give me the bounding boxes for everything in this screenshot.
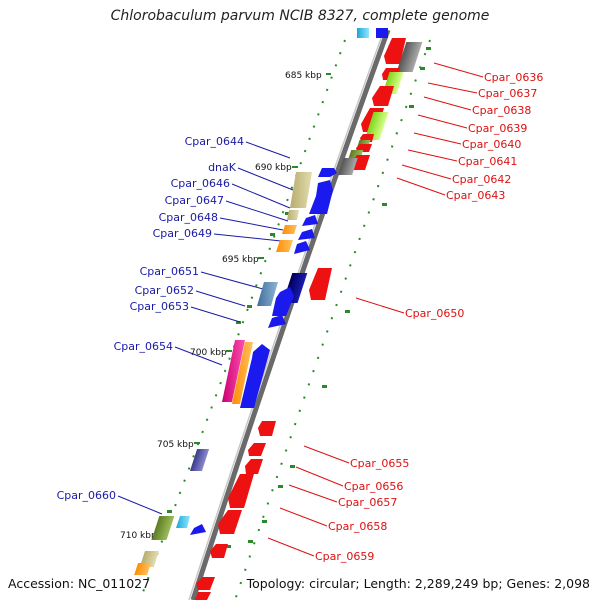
forward-leader-lines: [117, 141, 294, 515]
gene-label-forward[interactable]: dnaK: [208, 161, 237, 174]
genome-summary-text: Topology: circular; Length: 2,289,249 bp…: [246, 576, 590, 591]
gene-label-forward[interactable]: Cpar_0654: [114, 340, 173, 353]
accession-text: Accession: NC_011027: [8, 576, 151, 591]
forward-genes: [176, 168, 337, 535]
gene-label-forward[interactable]: Cpar_0649: [153, 227, 212, 240]
gene-label-reverse[interactable]: Cpar_0658: [328, 520, 387, 533]
gene-label-reverse[interactable]: Cpar_0639: [468, 122, 527, 135]
reverse-leader-lines: [267, 62, 484, 557]
track-ticks: [167, 47, 431, 548]
gene-label-reverse[interactable]: Cpar_0640: [462, 138, 521, 151]
gene-label-forward[interactable]: Cpar_0653: [130, 300, 189, 313]
gene-label-forward[interactable]: Cpar_0651: [140, 265, 199, 278]
gene-label-forward[interactable]: Cpar_0646: [171, 177, 230, 190]
scale-label: 710 kbp: [120, 531, 157, 541]
outer-track: [234, 39, 431, 601]
genome-backbone: [190, 29, 391, 601]
scale-label: 700 kbp: [190, 348, 227, 358]
gene-label-reverse[interactable]: Cpar_0656: [344, 480, 403, 493]
gene-label-forward[interactable]: Cpar_0652: [135, 284, 194, 297]
gene-label-reverse[interactable]: Cpar_0657: [338, 496, 397, 509]
gene-label-reverse[interactable]: Cpar_0643: [446, 189, 505, 202]
map-title: Chlorobaculum parvum NCIB 8327, complete…: [110, 8, 490, 24]
scale-label: 705 kbp: [157, 440, 194, 450]
scale-label: 685 kbp: [285, 71, 322, 81]
gene-label-reverse[interactable]: Cpar_0638: [472, 104, 531, 117]
gene-label-forward[interactable]: Cpar_0648: [159, 211, 218, 224]
gene-label-forward[interactable]: Cpar_0660: [57, 489, 116, 502]
gene-label-forward[interactable]: Cpar_0644: [185, 135, 244, 148]
gene-label-reverse[interactable]: Cpar_0650: [405, 307, 464, 320]
gene-label-reverse[interactable]: Cpar_0642: [452, 173, 511, 186]
gene-label-reverse[interactable]: Cpar_0655: [350, 457, 409, 470]
scale-label: 690 kbp: [255, 163, 292, 173]
gene-label-forward[interactable]: Cpar_0647: [165, 194, 224, 207]
gene-label-reverse[interactable]: Cpar_0641: [458, 155, 517, 168]
scale-label: 695 kbp: [222, 255, 259, 265]
gene-label-reverse[interactable]: Cpar_0636: [484, 71, 543, 84]
gene-label-reverse[interactable]: Cpar_0659: [315, 550, 374, 563]
gene-label-reverse[interactable]: Cpar_0637: [478, 87, 537, 100]
